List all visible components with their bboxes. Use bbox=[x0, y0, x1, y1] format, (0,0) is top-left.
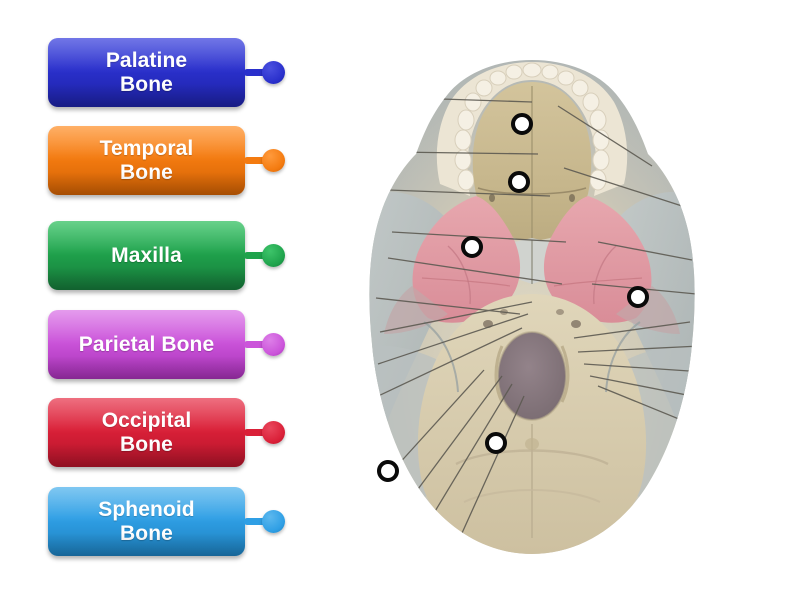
connector-stem-temporal-bone bbox=[244, 157, 272, 164]
label-pill-parietal-bone[interactable]: Parietal Bone bbox=[48, 310, 245, 379]
connector-stem-maxilla bbox=[244, 252, 272, 259]
connector-knob-temporal-bone[interactable] bbox=[262, 149, 285, 172]
label-text-palatine-bone: Palatine Bone bbox=[105, 48, 188, 96]
label-text-temporal-bone: Temporal Bone bbox=[99, 136, 194, 184]
answer-marker-3[interactable] bbox=[461, 236, 483, 258]
answer-marker-1[interactable] bbox=[511, 113, 533, 135]
connector-stem-parietal-bone bbox=[244, 341, 272, 348]
label-pill-temporal-bone[interactable]: Temporal Bone bbox=[48, 126, 245, 195]
label-pill-palatine-bone[interactable]: Palatine Bone bbox=[48, 38, 245, 107]
label-text-sphenoid-bone: Sphenoid Bone bbox=[98, 497, 195, 545]
label-pill-occipital-bone[interactable]: Occipital Bone bbox=[48, 398, 245, 467]
connector-stem-palatine-bone bbox=[244, 69, 272, 76]
answer-marker-2[interactable] bbox=[508, 171, 530, 193]
answer-marker-4[interactable] bbox=[627, 286, 649, 308]
connector-knob-palatine-bone[interactable] bbox=[262, 61, 285, 84]
connector-knob-maxilla[interactable] bbox=[262, 244, 285, 267]
label-pill-sphenoid-bone[interactable]: Sphenoid Bone bbox=[48, 487, 245, 556]
label-pill-maxilla[interactable]: Maxilla bbox=[48, 221, 245, 290]
connector-stem-sphenoid-bone bbox=[244, 518, 272, 525]
connector-knob-sphenoid-bone[interactable] bbox=[262, 510, 285, 533]
connector-knob-occipital-bone[interactable] bbox=[262, 421, 285, 444]
connector-knob-parietal-bone[interactable] bbox=[262, 333, 285, 356]
answer-marker-6[interactable] bbox=[377, 460, 399, 482]
label-text-maxilla: Maxilla bbox=[111, 243, 182, 267]
label-text-occipital-bone: Occipital Bone bbox=[101, 408, 192, 456]
answer-marker-5[interactable] bbox=[485, 432, 507, 454]
label-text-parietal-bone: Parietal Bone bbox=[78, 332, 215, 356]
connector-stem-occipital-bone bbox=[244, 429, 272, 436]
